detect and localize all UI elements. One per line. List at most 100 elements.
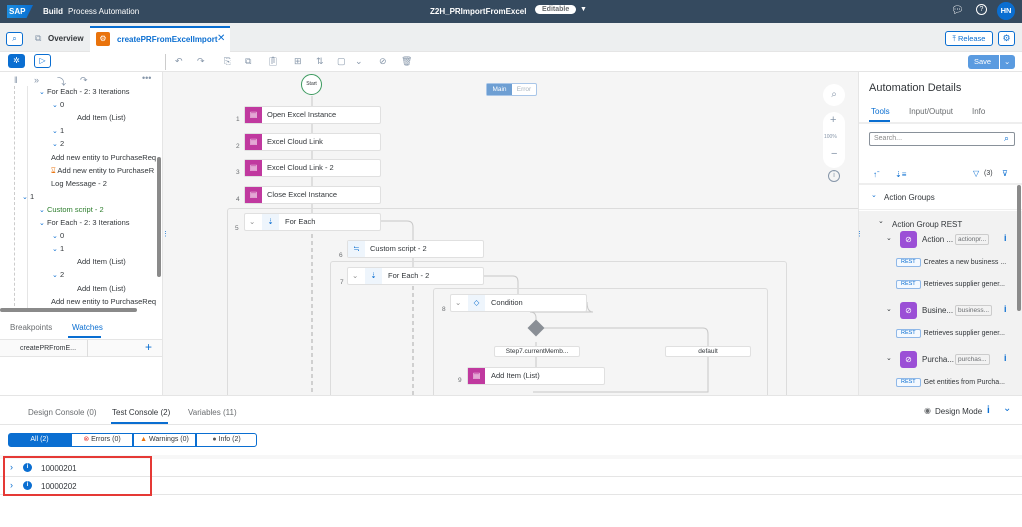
- pause-icon[interactable]: ‖: [14, 75, 18, 85]
- collapse-icon[interactable]: ⌄: [352, 271, 359, 280]
- chevron-down-icon[interactable]: ⌄: [52, 128, 58, 136]
- main-toggle[interactable]: Main: [487, 84, 512, 95]
- action-name[interactable]: Purcha...: [922, 355, 955, 364]
- tree-item[interactable]: Add new entity to PurchaseReq: [51, 297, 156, 306]
- resize-handle[interactable]: ⋮: [162, 231, 169, 238]
- collapse-icon[interactable]: ⌄: [455, 298, 462, 307]
- duplicate-icon[interactable]: ⧉: [245, 56, 252, 66]
- branch-condition[interactable]: Step7.currentMemb...: [494, 346, 580, 357]
- settings-icon[interactable]: ⚙: [998, 31, 1015, 46]
- watch-row[interactable]: createPRFromE... +: [0, 339, 162, 357]
- step-add-item[interactable]: ▤ Add Item (List): [467, 367, 605, 385]
- release-button[interactable]: ⤒ Release: [945, 31, 993, 46]
- info-icon[interactable]: i: [828, 170, 840, 182]
- chevron-down-icon[interactable]: ⌄: [22, 193, 28, 201]
- panel-scrollbar[interactable]: [1017, 185, 1021, 311]
- tab-test-console[interactable]: Test Console (2): [112, 408, 171, 417]
- avatar[interactable]: HN: [997, 2, 1015, 20]
- tree-item[interactable]: Add Item (List): [77, 113, 126, 122]
- filter-all[interactable]: All (2): [8, 433, 71, 447]
- tree-item[interactable]: ⌄ 1: [52, 244, 64, 253]
- tree-item[interactable]: ⌛︎ Add new entity to PurchaseR: [51, 166, 154, 176]
- project-menu-icon[interactable]: ▼: [580, 6, 587, 13]
- chevron-down-icon[interactable]: ⌄: [886, 306, 892, 313]
- close-tab-icon[interactable]: ✕: [217, 33, 226, 44]
- collapse-icon[interactable]: ⌄: [249, 217, 256, 226]
- info-icon[interactable]: i: [1004, 304, 1007, 314]
- tree-item[interactable]: Add Item (List): [77, 257, 126, 266]
- sort-ascending-icon[interactable]: ↑ˉ: [873, 170, 880, 179]
- delete-icon[interactable]: 🗑︎: [401, 56, 413, 66]
- chevron-down-icon[interactable]: ⌄: [886, 355, 892, 362]
- tree-item[interactable]: Add new entity to PurchaseReq: [51, 153, 156, 162]
- debug-icon[interactable]: ✲: [8, 54, 25, 68]
- chevron-down-icon[interactable]: ⌄: [52, 272, 58, 280]
- tree-item[interactable]: ⌄ 1: [52, 126, 64, 135]
- log-row[interactable]: › i 10000201: [0, 459, 1022, 477]
- run-icon[interactable]: ▷: [34, 54, 51, 68]
- search-input[interactable]: Search... ⌕: [869, 132, 1015, 146]
- chevron-down-icon[interactable]: ⌄: [878, 218, 884, 225]
- zoom-level[interactable]: 100%: [824, 134, 837, 140]
- more-icon[interactable]: •••: [142, 73, 152, 83]
- chevron-down-icon[interactable]: ⌄: [39, 206, 45, 214]
- tree-item[interactable]: Log Message - 2: [51, 179, 107, 188]
- tree-scrollbar[interactable]: [157, 157, 161, 277]
- info-icon[interactable]: i: [1004, 353, 1007, 363]
- disable-icon[interactable]: ⊘: [379, 56, 387, 66]
- step-custom-script[interactable]: ≒ Custom script - 2: [347, 240, 484, 258]
- tab-breakpoints[interactable]: Breakpoints: [10, 323, 53, 332]
- add-watch-button[interactable]: +: [145, 340, 153, 354]
- save-menu-icon[interactable]: ⌄: [999, 55, 1010, 69]
- chevron-down-icon[interactable]: ⌄: [39, 89, 45, 96]
- redo-icon[interactable]: ↷: [197, 56, 205, 66]
- sort-icon[interactable]: ⇅: [316, 56, 324, 66]
- skip-icon[interactable]: »: [34, 75, 40, 85]
- chevron-down-icon[interactable]: ⌄: [52, 141, 58, 149]
- tab-variables[interactable]: Variables (11): [188, 408, 237, 417]
- tree-item[interactable]: ⌄ For Each - 2: 3 Iterations: [39, 87, 130, 96]
- feedback-icon[interactable]: 💬︎: [951, 5, 964, 16]
- collapse-console-icon[interactable]: ⌄: [1003, 403, 1012, 414]
- tab-design-console[interactable]: Design Console (0): [28, 408, 97, 417]
- step-over-icon[interactable]: ⤵: [57, 77, 67, 87]
- tab-input-output[interactable]: Input/Output: [909, 107, 954, 116]
- tree-item[interactable]: ⌄ For Each - 2: 3 Iterations: [39, 218, 130, 227]
- search-canvas-icon[interactable]: ⌕: [823, 84, 845, 106]
- step-for-each-2[interactable]: ⌄ ⇣ For Each - 2: [347, 267, 484, 285]
- action-name[interactable]: Action ...: [922, 235, 954, 244]
- copy-icon[interactable]: ⎘: [224, 56, 232, 66]
- info-icon[interactable]: i: [987, 405, 990, 416]
- step-node[interactable]: ▤Open Excel Instance: [244, 106, 381, 124]
- tree-item[interactable]: Add Item (List): [77, 284, 126, 293]
- filter-info[interactable]: ● Info (2): [196, 433, 257, 447]
- tree-item[interactable]: ⌄ 0: [52, 100, 64, 109]
- tree-item[interactable]: ⌄ 2: [52, 139, 64, 148]
- filter-warnings[interactable]: ▲ Warnings (0): [133, 433, 196, 447]
- tree-item[interactable]: ⌄ 1: [22, 192, 34, 201]
- select-icon[interactable]: ▢: [337, 56, 346, 66]
- add-step-icon[interactable]: ⊞: [294, 56, 302, 66]
- branch-default[interactable]: default: [665, 346, 751, 357]
- action-name[interactable]: Busine...: [922, 306, 954, 315]
- search-icon[interactable]: ⌕: [1004, 133, 1010, 143]
- filter-errors[interactable]: ⊗ Errors (0): [71, 433, 133, 447]
- search-canvas-icon[interactable]: ⌕: [6, 32, 23, 46]
- step-forward-icon[interactable]: ↷: [80, 75, 88, 85]
- tab-info[interactable]: Info: [972, 107, 986, 116]
- clear-filter-icon[interactable]: ⊽: [1002, 169, 1008, 178]
- chevron-down-icon[interactable]: ⌄: [355, 56, 363, 66]
- filter-icon[interactable]: ▽: [973, 169, 980, 178]
- tree-item[interactable]: ⌄ 2: [52, 270, 64, 279]
- chevron-down-icon[interactable]: ⌄: [886, 235, 892, 242]
- step-node[interactable]: ▤Close Excel Instance: [244, 186, 381, 204]
- chevron-down-icon[interactable]: ⌄: [52, 233, 58, 241]
- step-for-each[interactable]: ⌄ ⇣ For Each: [244, 213, 381, 231]
- log-row[interactable]: › i 10000202: [0, 477, 1022, 495]
- tab-active[interactable]: ⚙ createPRFromExcelImport ✕: [90, 26, 230, 52]
